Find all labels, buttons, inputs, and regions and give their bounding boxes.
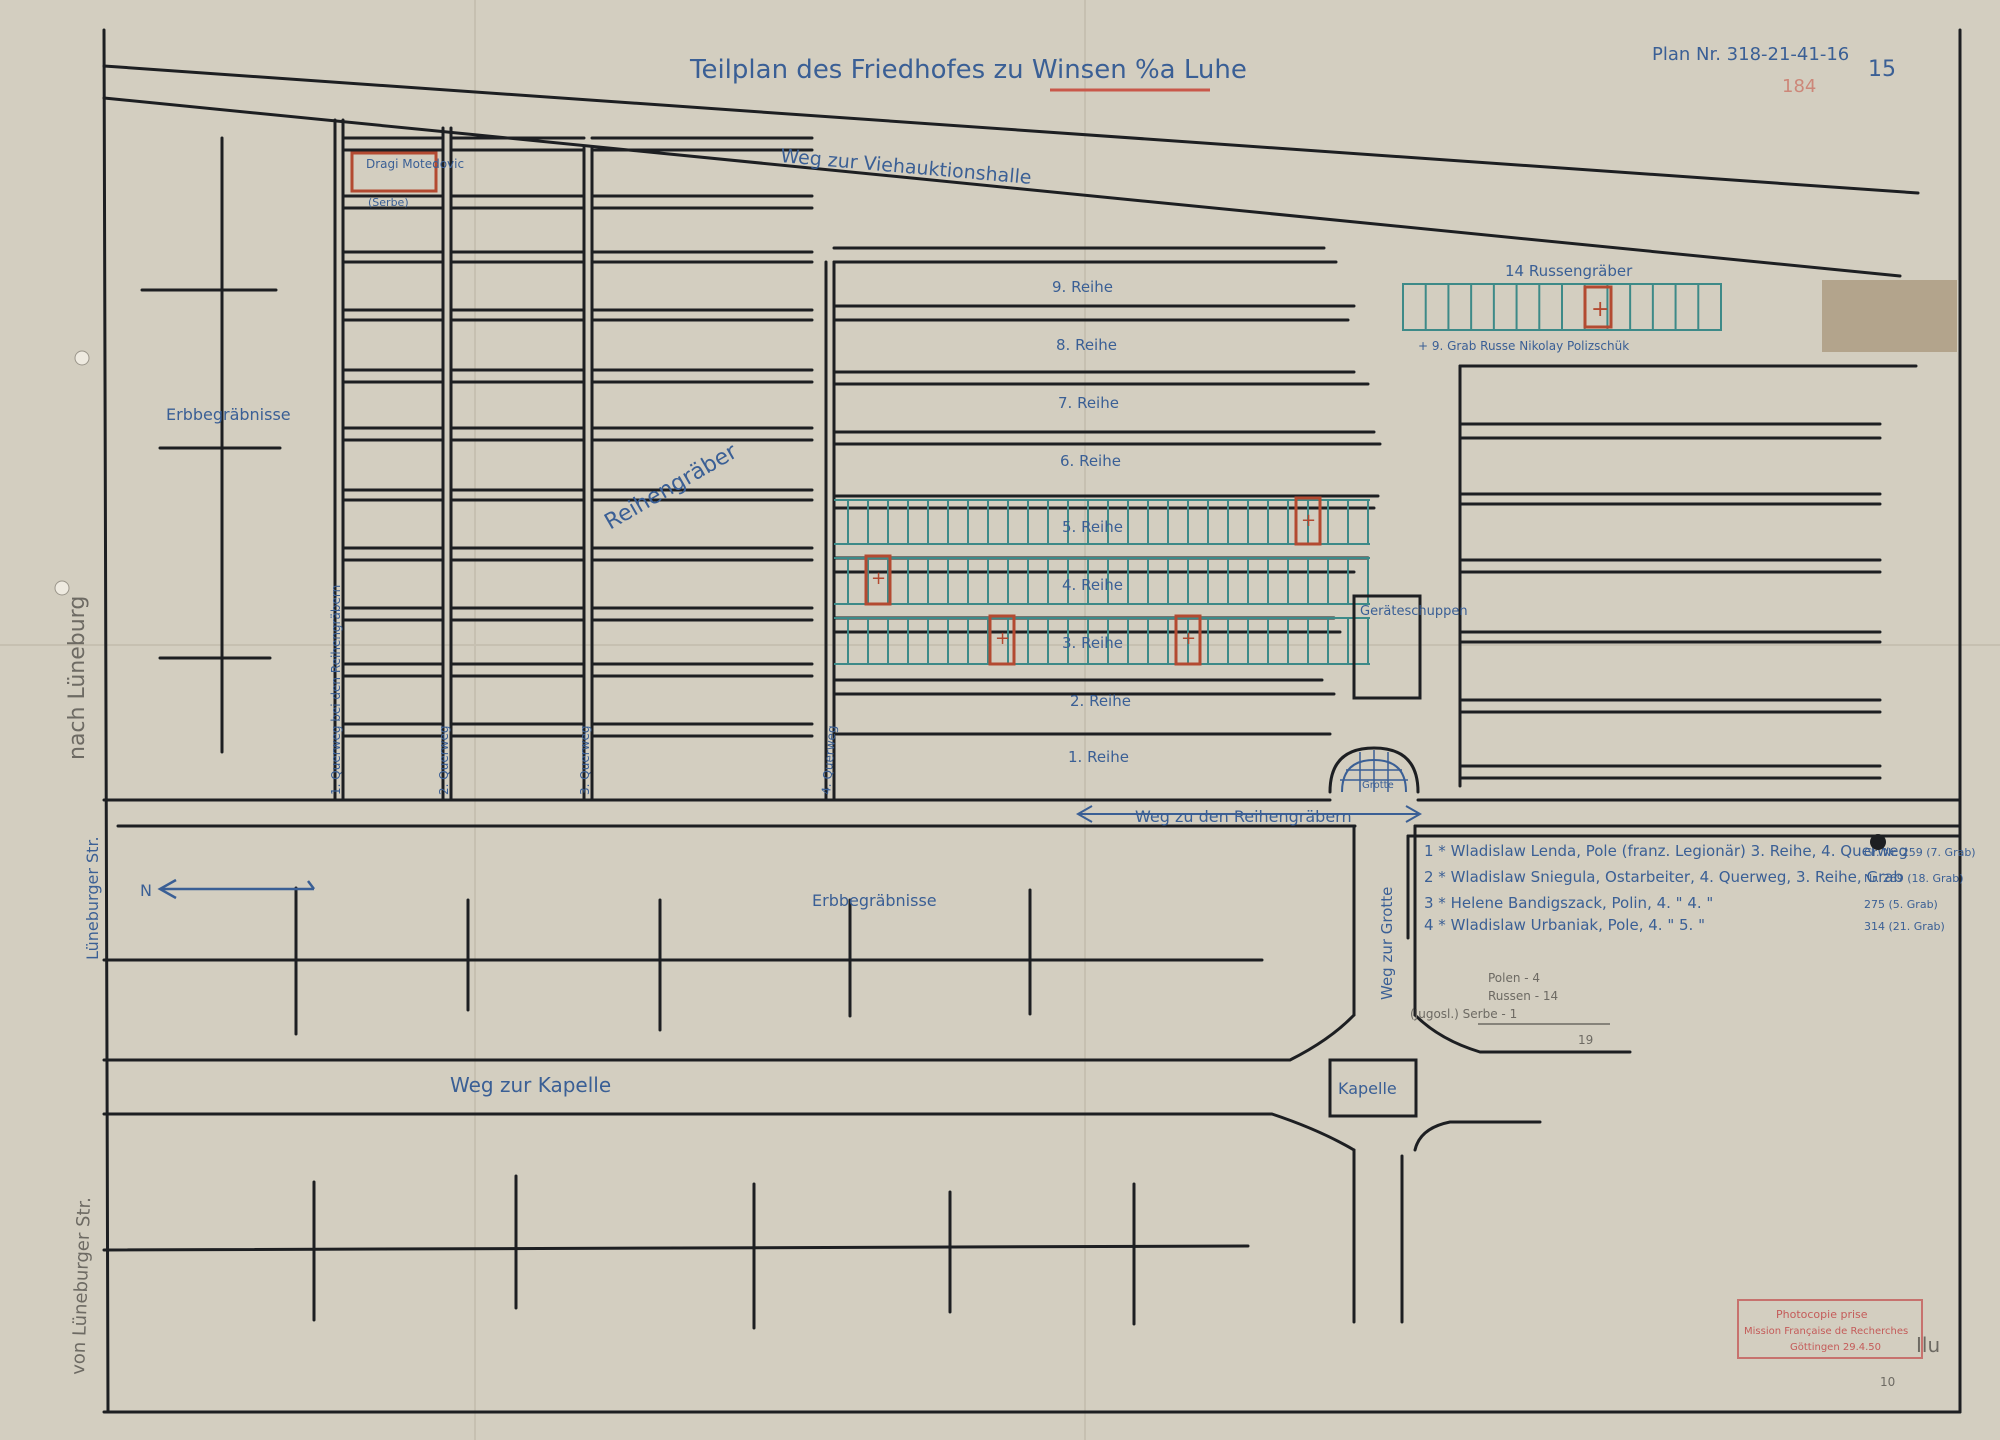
row-8-label: 8. Reihe bbox=[1056, 336, 1117, 354]
svg-text:+: + bbox=[1181, 628, 1196, 649]
legend-entry-1: 1 * Wladislaw Lenda, Pole (franz. Legion… bbox=[1424, 842, 1908, 860]
row-3-label: 3. Reihe bbox=[1062, 634, 1123, 652]
querweg-label-3: 3. Querweg bbox=[578, 726, 592, 795]
grave-number-4: 314 (21. Grab) bbox=[1864, 920, 1945, 933]
serb-grave-box bbox=[350, 151, 438, 193]
kapelle-road-label: Weg zur Kapelle bbox=[450, 1073, 611, 1097]
ink-blot bbox=[1870, 834, 1886, 850]
grave-number-2: Nr. 269 (18. Grab) bbox=[1864, 872, 1964, 885]
svg-text:+: + bbox=[1591, 297, 1609, 322]
margin-note: nach Lüneburg bbox=[65, 596, 90, 760]
plan-sheet: 15 bbox=[1868, 57, 1896, 82]
grotte-shape bbox=[1328, 746, 1420, 794]
row-7-label: 7. Reihe bbox=[1058, 394, 1119, 412]
punch-hole bbox=[74, 350, 90, 366]
geraeteschuppen-label: Geräteschuppen bbox=[1360, 604, 1468, 619]
erbbegraebnisse-top-label: Erbbegräbnisse bbox=[166, 405, 291, 424]
plan-number: Plan Nr. 318-21-41-16 bbox=[1652, 44, 1849, 65]
right-plot-rows bbox=[1458, 364, 1918, 788]
tape-patch bbox=[1822, 280, 1957, 352]
row-5-label: 5. Reihe bbox=[1062, 518, 1123, 536]
legend-entry-3: 3 * Helene Bandigszack, Polin, 4. " 4. " bbox=[1424, 894, 1713, 912]
lower-plot-ticks bbox=[294, 886, 1032, 1036]
row-4-label: 4. Reihe bbox=[1062, 576, 1123, 594]
russian-graves-strip: + bbox=[1402, 283, 1722, 331]
querweg-label-1: 1. Querweg bei den Reihengräbern bbox=[329, 585, 343, 795]
signature: Ilu bbox=[1916, 1333, 1940, 1357]
querweg-label-2: 2. Querweg bbox=[437, 726, 451, 795]
kapelle-box bbox=[1328, 1058, 1418, 1118]
page-number: 10 bbox=[1880, 1375, 1895, 1389]
punch-hole bbox=[54, 580, 70, 596]
svg-text:+: + bbox=[871, 568, 886, 589]
serb-grave-nationality: (Serbe) bbox=[368, 196, 409, 209]
reihengraeber-road-arrow bbox=[1075, 805, 1423, 823]
marked-graves: + + + + bbox=[864, 496, 1322, 666]
svg-text:+: + bbox=[1301, 510, 1316, 531]
row-9-label: 9. Reihe bbox=[1052, 278, 1113, 296]
querweg-label-4: 4. Querweg bbox=[819, 725, 839, 795]
svg-text:(Jugosl.) Serbe - 1: (Jugosl.) Serbe - 1 bbox=[1410, 1007, 1517, 1021]
plan-title: Teilplan des Friedhofes zu Winsen %a Luh… bbox=[689, 55, 1247, 85]
geraeteschuppen-box bbox=[1352, 594, 1422, 700]
compass-arrow bbox=[157, 878, 315, 900]
left-street-label: Lüneburger Str. bbox=[83, 836, 102, 960]
svg-text:Photocopie prise: Photocopie prise bbox=[1776, 1308, 1868, 1321]
row-2-label: 2. Reihe bbox=[1070, 692, 1131, 710]
plan-mark: 184 bbox=[1782, 76, 1816, 97]
legend: 1 * Wladislaw Lenda, Pole (franz. Legion… bbox=[1424, 842, 1976, 934]
russian-graves-note: + 9. Grab Russe Nikolay Polizschük bbox=[1418, 339, 1629, 353]
legend-entry-2: 2 * Wladislaw Sniegula, Ostarbeiter, 4. … bbox=[1424, 868, 1903, 886]
archive-stamp: Photocopie prise Mission Française de Re… bbox=[1737, 1299, 1923, 1359]
grotte-label: Grotte bbox=[1362, 780, 1394, 791]
row-1-label: 1. Reihe bbox=[1068, 748, 1129, 766]
svg-text:19: 19 bbox=[1578, 1033, 1593, 1047]
legend-entry-4: 4 * Wladislaw Urbaniak, Pole, 4. " 5. " bbox=[1424, 916, 1705, 934]
compass-north: N bbox=[140, 881, 152, 900]
svg-text:+: + bbox=[995, 628, 1010, 649]
row-6-label: 6. Reihe bbox=[1060, 452, 1121, 470]
svg-text:Polen - 4: Polen - 4 bbox=[1488, 971, 1540, 985]
svg-text:Mission Française de Recherche: Mission Française de Recherches bbox=[1744, 1326, 1908, 1337]
erbbegraebnisse-bottom-label: Erbbegräbnisse bbox=[812, 891, 937, 910]
grotte-road-label: Weg zur Grotte bbox=[1378, 887, 1396, 1000]
svg-text:Russen - 14: Russen - 14 bbox=[1488, 989, 1558, 1003]
reihengraeber-road-label: Weg zu den Reihengräbern bbox=[1135, 807, 1352, 826]
grave-number-1: Gr. Nr. 259 (7. Grab) bbox=[1864, 846, 1976, 859]
serb-grave-name: Dragi Motedovic bbox=[366, 157, 464, 171]
grave-grid bbox=[834, 499, 1370, 665]
russian-graves-title: 14 Russengräber bbox=[1505, 262, 1633, 280]
bottom-plot-ticks bbox=[312, 1174, 1136, 1330]
grave-number-3: 275 (5. Grab) bbox=[1864, 898, 1938, 911]
tally: Polen - 4 Russen - 14 (Jugosl.) Serbe - … bbox=[1410, 971, 1610, 1047]
plot-rows bbox=[341, 136, 1382, 738]
svg-text:Göttingen 29.4.50: Göttingen 29.4.50 bbox=[1790, 1342, 1881, 1353]
kapelle-label: Kapelle bbox=[1338, 1079, 1397, 1098]
